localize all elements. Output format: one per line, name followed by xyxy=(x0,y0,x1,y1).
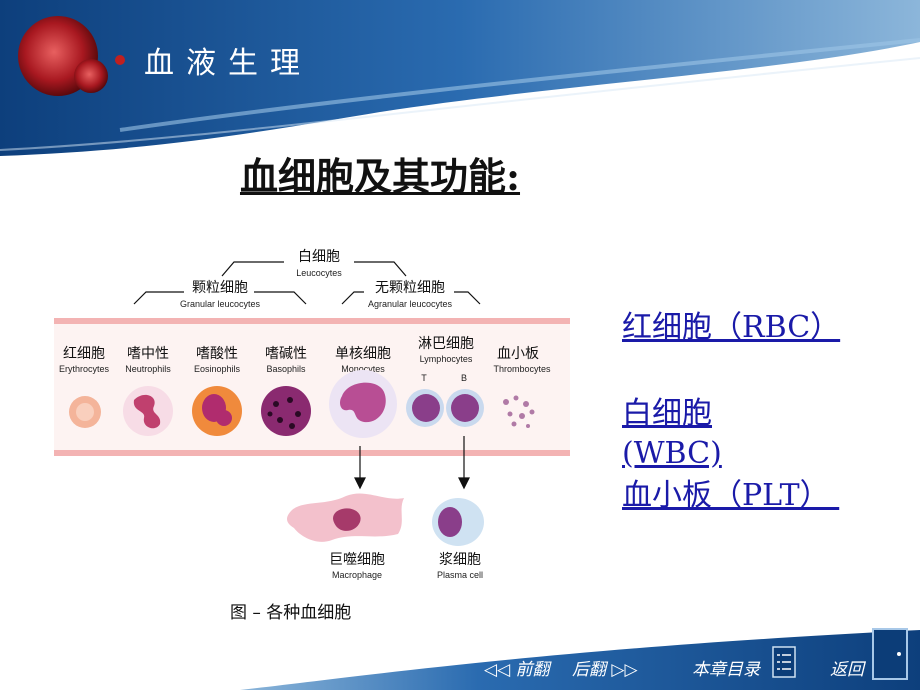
erythrocyte-icon xyxy=(69,396,101,428)
figure-caption: 图 – 各种血细胞 xyxy=(230,603,351,623)
eosinophil-icon xyxy=(192,386,242,436)
neutrophils-en-label: Neutrophils xyxy=(125,364,171,374)
basophil-icon xyxy=(261,386,311,436)
basophils-label: 嗜碱性 xyxy=(265,346,307,362)
agranular-en-label: Agranular leucocytes xyxy=(368,299,453,309)
lymphocytes-en-label: Lymphocytes xyxy=(420,354,473,364)
prev-page-button[interactable]: ◁◁ 前翻 xyxy=(484,660,550,680)
blood-cell-figure: 白细胞 Leucocytes 颗粒细胞 Granular leucocytes … xyxy=(54,249,570,623)
logo-small-cell-icon xyxy=(74,59,108,93)
granular-en-label: Granular leucocytes xyxy=(180,299,261,309)
slide-title: 血细胞及其功能: xyxy=(239,154,521,199)
link-wbc-abbr[interactable]: (WBC) xyxy=(622,436,722,471)
plasma-cell-label: 浆细胞 xyxy=(439,552,481,568)
macrophage-icon xyxy=(287,493,404,542)
plasma-cell-icon xyxy=(432,498,484,546)
monocyte-icon xyxy=(329,370,397,438)
thrombocytes-en-label: Thrombocytes xyxy=(493,364,551,374)
toc-list-icon[interactable] xyxy=(772,646,796,678)
t-cell-label: T xyxy=(421,373,427,383)
monocytes-label: 单核细胞 xyxy=(335,346,391,362)
leucocytes-label: 白细胞 xyxy=(298,249,340,265)
footer-band xyxy=(240,630,920,690)
monocytes-en-label: Monocytes xyxy=(341,364,385,374)
neutrophils-label: 嗜中性 xyxy=(127,346,169,362)
lymphocytes-label: 淋巴细胞 xyxy=(418,336,474,352)
erythrocytes-label: 红细胞 xyxy=(63,346,105,362)
differentiation-arrows xyxy=(354,436,470,490)
eosinophils-label: 嗜酸性 xyxy=(196,346,238,362)
app-title: 血液生理 xyxy=(144,46,312,81)
link-wbc[interactable]: 白细胞 xyxy=(622,396,712,431)
macrophage-label: 巨噬细胞 xyxy=(329,552,385,568)
next-page-button[interactable]: 后翻 ▷▷ xyxy=(572,660,638,680)
exit-door-icon[interactable] xyxy=(872,628,908,680)
b-lymphocyte-icon xyxy=(446,389,484,427)
return-button[interactable]: 返回 xyxy=(830,660,864,680)
eosinophils-en-label: Eosinophils xyxy=(194,364,241,374)
erythrocytes-en-label: Erythrocytes xyxy=(59,364,110,374)
plasma-cell-en-label: Plasma cell xyxy=(437,570,483,580)
leucocytes-en-label: Leucocytes xyxy=(296,268,342,278)
basophils-en-label: Basophils xyxy=(266,364,306,374)
b-cell-label: B xyxy=(461,373,467,383)
group-brackets xyxy=(133,261,481,305)
link-plt[interactable]: 血小板（PLT） xyxy=(622,478,840,513)
band-bottom xyxy=(54,450,570,456)
header-band xyxy=(0,0,920,156)
t-lymphocyte-icon xyxy=(406,389,444,427)
macrophage-en-label: Macrophage xyxy=(332,570,382,580)
agranular-label: 无颗粒细胞 xyxy=(375,280,445,296)
thrombocytes-label: 血小板 xyxy=(497,346,539,362)
toc-button[interactable]: 本章目录 xyxy=(692,660,760,680)
link-rbc[interactable]: 红细胞（RBC） xyxy=(622,310,841,345)
neutrophil-icon xyxy=(123,386,173,436)
platelets-icon xyxy=(503,395,535,428)
band-top xyxy=(54,318,570,324)
granular-label: 颗粒细胞 xyxy=(192,280,248,296)
